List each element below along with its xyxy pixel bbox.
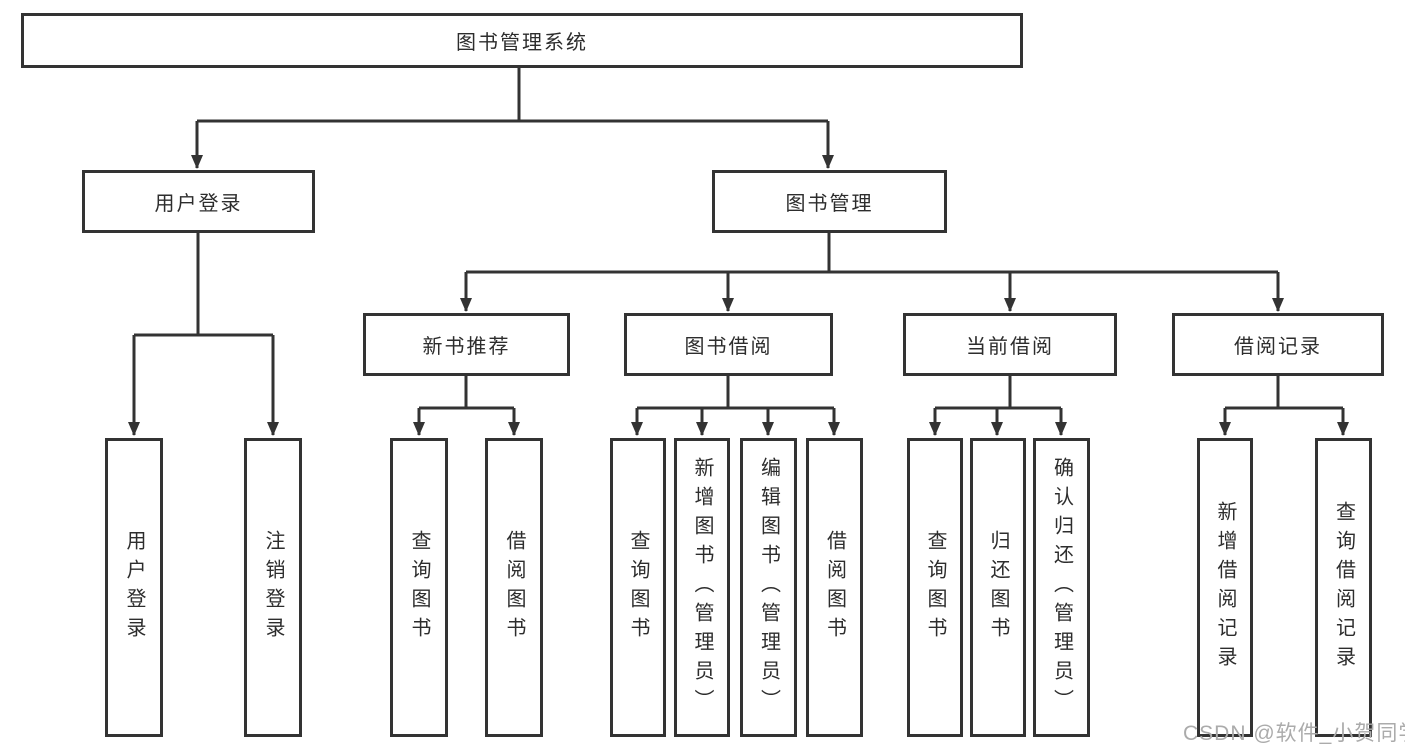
leaf-borrow-books-label: 借阅图书 bbox=[823, 529, 846, 646]
leaf-borrow-books: 借阅图书 bbox=[806, 438, 863, 737]
leaf-logout-label: 注销登录 bbox=[262, 529, 284, 646]
node-book-management-label: 图书管理 bbox=[785, 193, 874, 215]
leaf-edit-books-admin-label: 编辑图书（管理员） bbox=[757, 457, 780, 718]
leaf-confirm-return-admin: 确认归还（管理员） bbox=[1033, 438, 1090, 737]
node-user-login: 用户登录 bbox=[82, 170, 315, 233]
leaf-user-login: 用户登录 bbox=[105, 438, 163, 737]
leaf-add-borrow-record: 新增借阅记录 bbox=[1197, 438, 1253, 737]
node-system-root: 图书管理系统 bbox=[21, 13, 1023, 68]
leaf-query-borrow-record: 查询借阅记录 bbox=[1315, 438, 1372, 737]
leaf-return-books-label: 归还图书 bbox=[987, 529, 1009, 646]
leaf-query-borrow-record-label: 查询借阅记录 bbox=[1332, 500, 1355, 675]
leaf-query-books-borrow-label: 查询图书 bbox=[627, 529, 649, 646]
csdn-watermark: CSDN @软件_小贺同学 bbox=[1183, 722, 1405, 745]
leaf-borrow-books-recommend-label: 借阅图书 bbox=[503, 529, 525, 646]
node-current-borrow-label: 当前借阅 bbox=[966, 336, 1054, 358]
node-book-borrow-label: 图书借阅 bbox=[684, 336, 773, 358]
leaf-query-books-current-label: 查询图书 bbox=[924, 529, 946, 646]
node-book-borrow: 图书借阅 bbox=[624, 313, 833, 376]
leaf-confirm-return-admin-label: 确认归还（管理员） bbox=[1050, 457, 1073, 718]
leaf-user-login-label: 用户登录 bbox=[123, 529, 145, 646]
leaf-logout: 注销登录 bbox=[244, 438, 302, 737]
node-new-book-recommend-label: 新书推荐 bbox=[422, 336, 511, 358]
node-current-borrow: 当前借阅 bbox=[903, 313, 1117, 376]
leaf-query-books-recommend: 查询图书 bbox=[390, 438, 448, 737]
node-system-root-label: 图书管理系统 bbox=[456, 32, 588, 54]
node-new-book-recommend: 新书推荐 bbox=[363, 313, 570, 376]
leaf-borrow-books-recommend: 借阅图书 bbox=[485, 438, 543, 737]
node-borrow-records: 借阅记录 bbox=[1172, 313, 1384, 376]
leaf-edit-books-admin: 编辑图书（管理员） bbox=[740, 438, 797, 737]
leaf-add-borrow-record-label: 新增借阅记录 bbox=[1214, 500, 1236, 675]
node-book-management: 图书管理 bbox=[712, 170, 947, 233]
leaf-query-books-recommend-label: 查询图书 bbox=[408, 529, 430, 646]
node-borrow-records-label: 借阅记录 bbox=[1234, 336, 1322, 358]
leaf-query-books-borrow: 查询图书 bbox=[610, 438, 666, 737]
leaf-add-books-admin-label: 新增图书（管理员） bbox=[691, 457, 713, 718]
leaf-query-books-current: 查询图书 bbox=[907, 438, 963, 737]
node-user-login-label: 用户登录 bbox=[154, 193, 243, 215]
leaf-add-books-admin: 新增图书（管理员） bbox=[674, 438, 730, 737]
leaf-return-books: 归还图书 bbox=[970, 438, 1026, 737]
